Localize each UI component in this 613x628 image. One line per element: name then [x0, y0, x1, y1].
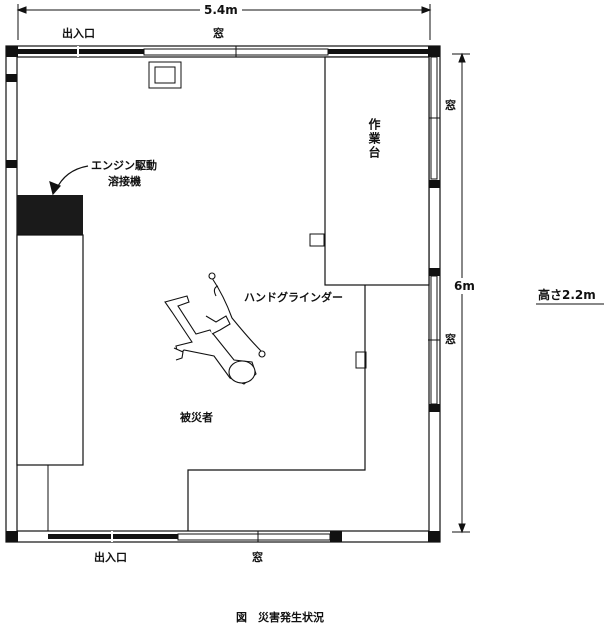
figure-caption: 図 災害発生状況 — [236, 611, 324, 624]
bottom-window — [177, 531, 331, 542]
height-note: 高さ2.2m — [538, 288, 596, 302]
workbench-outline — [324, 56, 430, 286]
top-window-label: 窓 — [213, 27, 224, 40]
top-wall-dark-segment — [328, 49, 428, 54]
victim-figure — [164, 272, 266, 385]
hand-grinder-label: ハンドグラインダー — [244, 291, 343, 304]
engine-welder — [16, 195, 84, 466]
right-window-lower-label: 窓 — [445, 333, 456, 346]
top-window — [143, 46, 329, 57]
bottom-entrance-door — [48, 531, 178, 542]
wall-posts — [6, 46, 440, 542]
right-window-upper-label: 窓 — [445, 99, 456, 112]
bottom-entrance-label: 出入口 — [94, 551, 127, 564]
bottom-window-label: 窓 — [252, 551, 263, 564]
right-window-lower — [428, 275, 440, 405]
partition-switch — [355, 351, 367, 369]
width-dimension-label: 5.4m — [200, 4, 242, 16]
welder-label-line1: エンジン駆動 — [91, 159, 157, 172]
welder-label-line2: 溶接機 — [108, 175, 141, 188]
inner-partition — [187, 285, 366, 531]
welder-arrow — [49, 165, 89, 196]
victim-label: 被災者 — [180, 411, 213, 424]
workbench-label: 作業台 — [367, 118, 381, 160]
depth-dimension-label: 6m — [454, 278, 475, 294]
top-entrance-door — [18, 46, 144, 57]
top-box-equipment — [148, 61, 182, 89]
workbench-drawer — [309, 233, 325, 247]
top-entrance-label: 出入口 — [62, 27, 95, 40]
right-window-upper — [428, 56, 440, 180]
